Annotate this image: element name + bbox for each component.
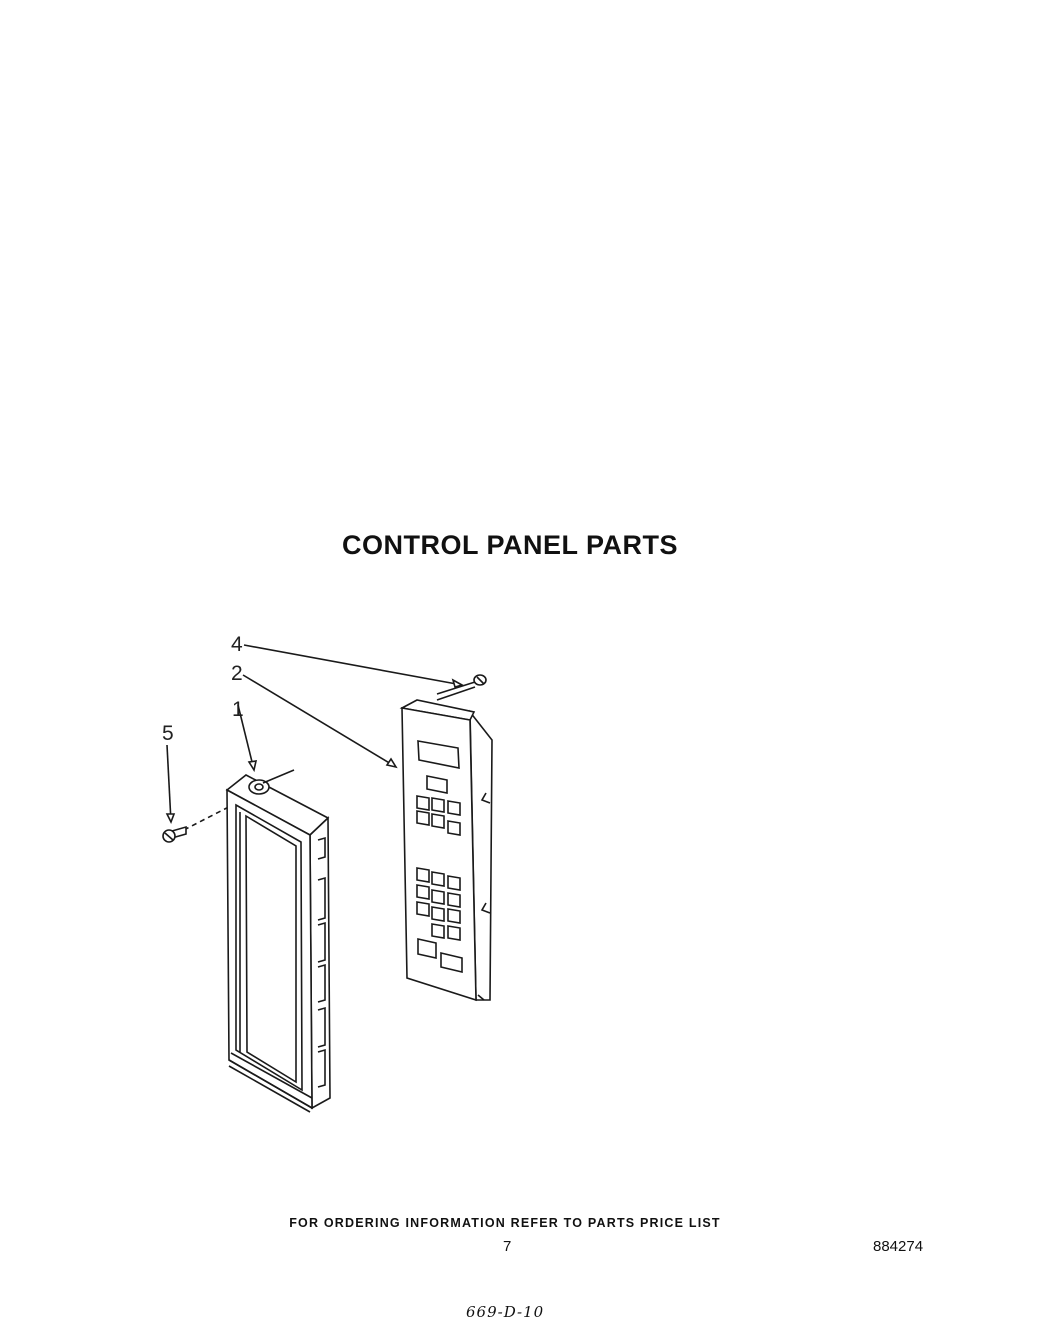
control-panel-part-2 <box>399 699 493 1002</box>
leader-lines <box>165 644 465 824</box>
bracket-frame-part-1 <box>225 769 331 1113</box>
ordering-note: FOR ORDERING INFORMATION REFER TO PARTS … <box>289 1216 721 1230</box>
callout-1: 1 <box>232 698 244 721</box>
callout-5: 5 <box>162 722 174 745</box>
screw-part-4 <box>436 674 487 701</box>
page-number: 7 <box>503 1238 512 1255</box>
callout-4: 4 <box>231 633 243 656</box>
document-number: 884274 <box>873 1238 924 1255</box>
handwritten-code: 669-D-10 <box>466 1303 545 1321</box>
page-title: CONTROL PANEL PARTS <box>341 530 679 560</box>
callout-2: 2 <box>231 662 243 685</box>
